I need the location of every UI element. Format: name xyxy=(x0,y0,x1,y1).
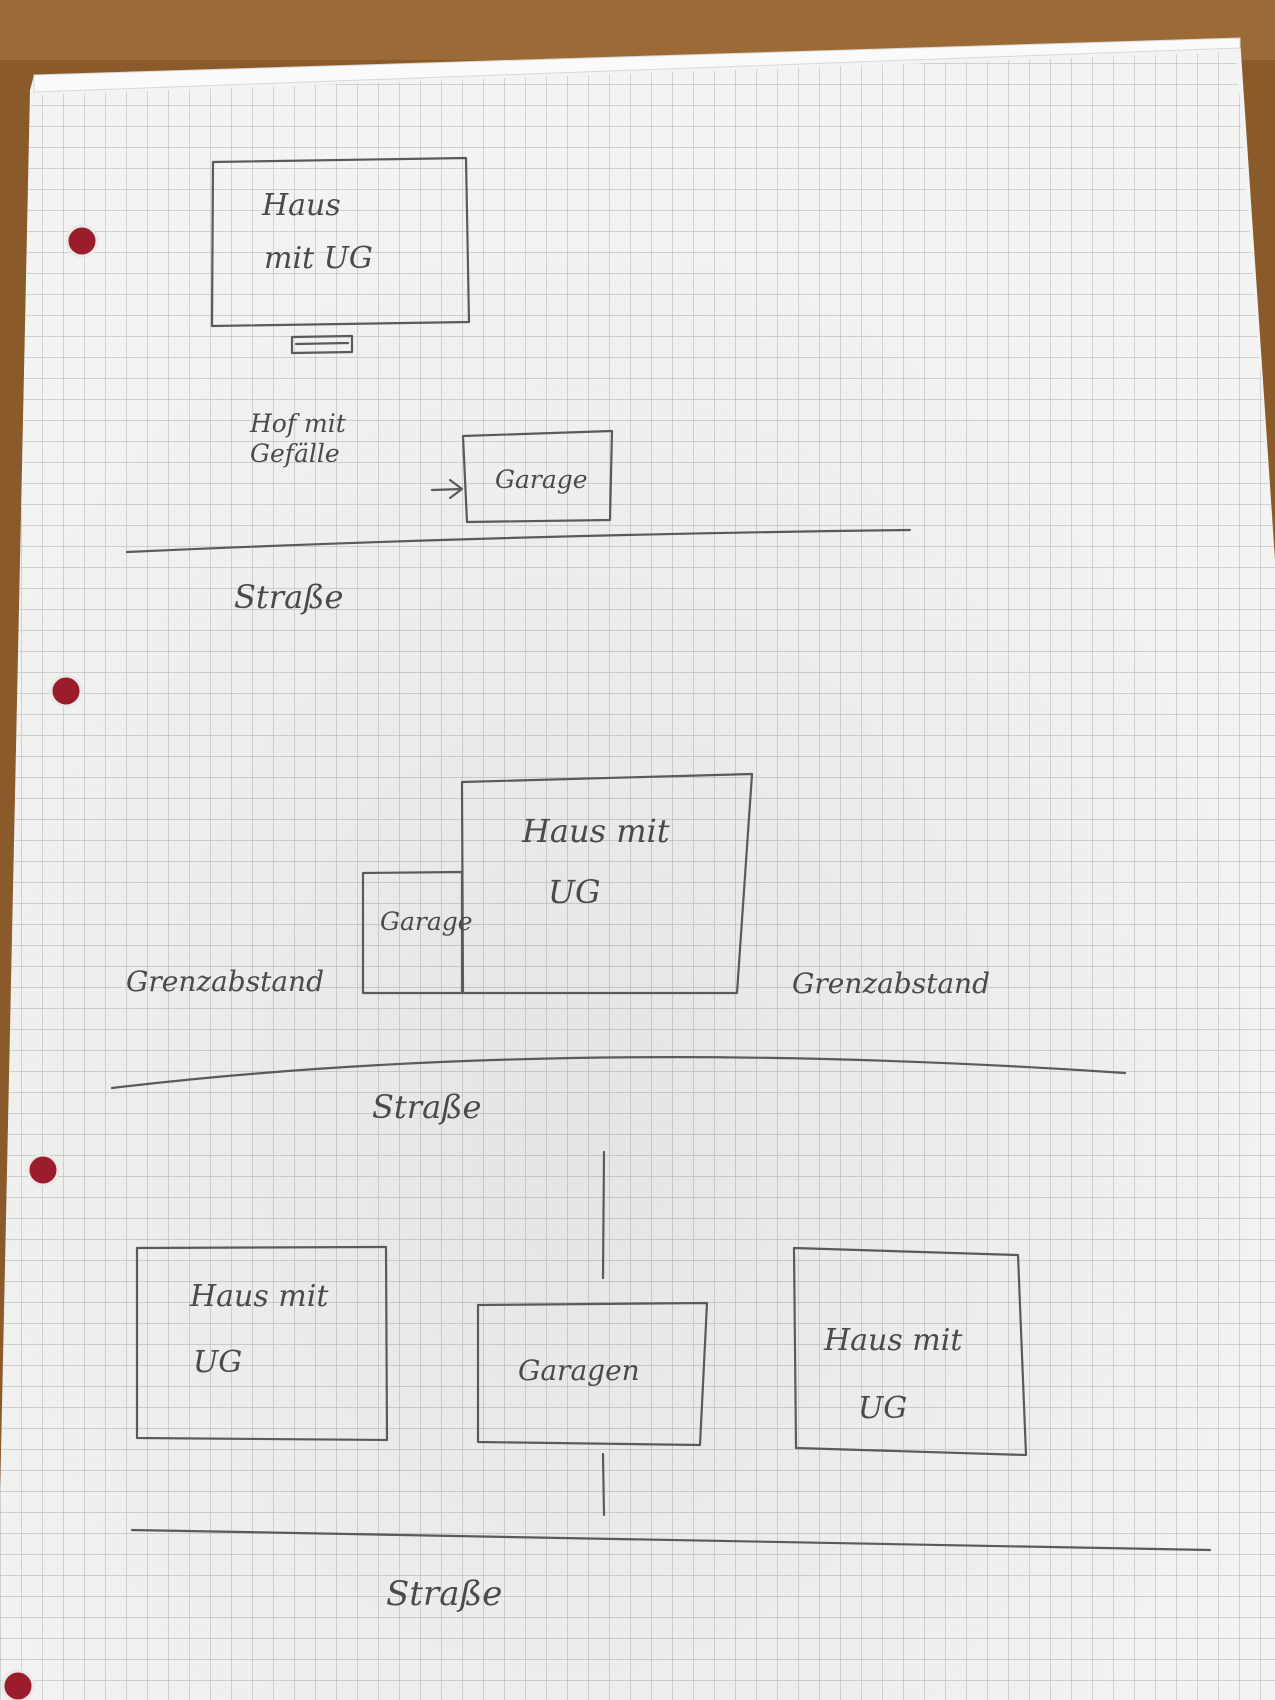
punch-hole-icon xyxy=(49,674,83,708)
sketch3-garages-rect xyxy=(476,1301,709,1447)
sketch1-street-label: Straße xyxy=(234,578,343,616)
sketch3-house-left-label-line1: Haus mit xyxy=(189,1279,329,1314)
sketch1-yard-label-line2: Gefälle xyxy=(250,439,340,468)
sketch3-house-right-rect xyxy=(792,1246,1028,1457)
sketch2-house-label-line2: UG xyxy=(548,873,601,911)
paper-top-edge xyxy=(33,37,1241,93)
sketch3-house-left-label-line2: UG xyxy=(193,1345,242,1380)
sketch3-property-line xyxy=(601,1150,606,1517)
sketch2-setback-right-label: Grenzabstand xyxy=(792,967,990,1000)
punch-hole-icon xyxy=(1,1669,35,1700)
sketch1-street-line xyxy=(125,528,912,554)
sketch3-street-line xyxy=(130,1528,1212,1552)
sketch3-house-right-label-line2: UG xyxy=(858,1391,907,1426)
sketch3-street-label: Straße xyxy=(386,1574,502,1614)
sketch1-house-rect xyxy=(210,156,471,328)
punch-hole-icon xyxy=(65,224,99,258)
sketch2-garage-label: Garage xyxy=(380,907,473,936)
sketch2-house-label-line1: Haus mit xyxy=(521,812,670,850)
sketch3-garages-label: Garagen xyxy=(518,1354,640,1387)
sketch1-yard-label-line1: Hof mit xyxy=(249,409,347,438)
sketch2-street-line xyxy=(110,1056,1127,1090)
sketch2-garage-rect xyxy=(361,870,464,995)
punch-hole-icon xyxy=(26,1153,60,1187)
sketch1-house-entrance xyxy=(290,334,354,355)
sketch1-garage-label: Garage xyxy=(495,465,588,494)
sketch1-house-label-line2: mit UG xyxy=(264,241,373,276)
sketch1-house-label-line1: Haus xyxy=(261,188,341,223)
sketch1-garage-rect xyxy=(461,429,614,524)
sketch2-street-label: Straße xyxy=(372,1088,481,1126)
sketch3-house-left-rect xyxy=(135,1245,389,1442)
sketch3-house-right-label-line1: Haus mit xyxy=(823,1323,963,1358)
arrow-right-icon xyxy=(430,478,464,500)
paper-shadow xyxy=(0,52,1275,1700)
sketch2-setback-left-label: Grenzabstand xyxy=(126,965,324,998)
